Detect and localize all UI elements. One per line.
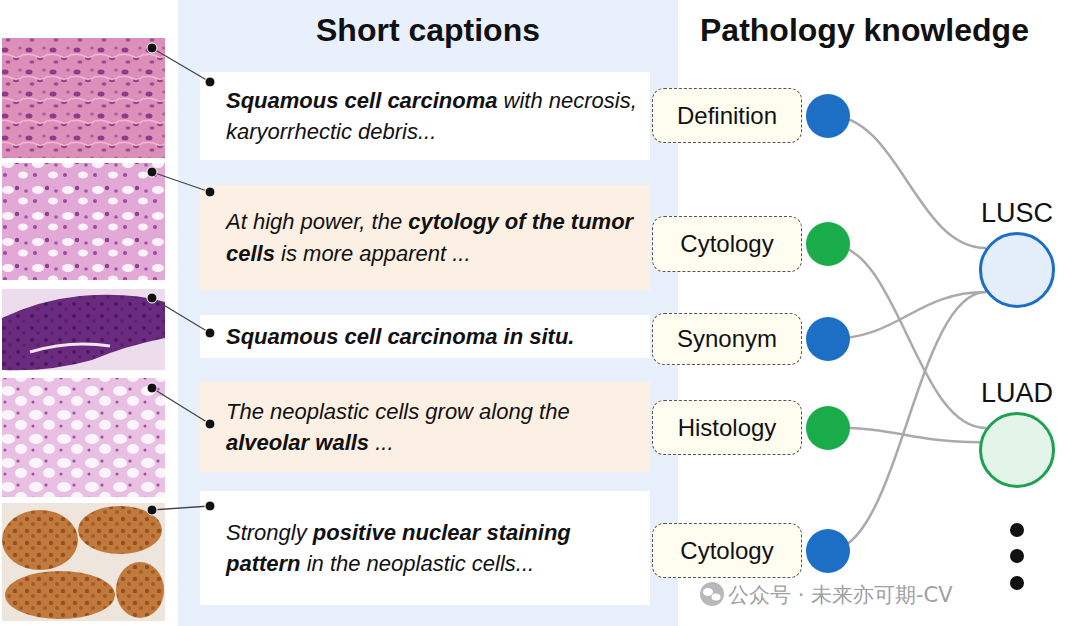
caption-text: Strongly positive nuclear staining patte… bbox=[226, 517, 642, 579]
tag-text: Synonym bbox=[677, 325, 777, 353]
knowledge-tag: Histology bbox=[652, 400, 802, 455]
knowledge-tag: Definition bbox=[652, 88, 802, 143]
knowledge-link bbox=[829, 116, 986, 249]
tag-text: Histology bbox=[678, 414, 777, 442]
tag-text: Cytology bbox=[680, 230, 773, 258]
caption-box: Squamous cell carcinoma in situ. bbox=[200, 315, 650, 358]
caption-segment: Squamous cell carcinoma in situ. bbox=[226, 324, 574, 349]
caption-segment: The neoplastic cells grow along the bbox=[226, 399, 570, 424]
caption-box: Squamous cell carcinoma with necrosis, k… bbox=[200, 72, 650, 160]
knowledge-link bbox=[829, 292, 986, 551]
watermark: 公众号 · 未来亦可期-CV bbox=[728, 581, 953, 609]
caption-panel: Short captionsSquamous cell carcinoma wi… bbox=[178, 0, 678, 626]
caption-segment: is more apparent ... bbox=[281, 241, 471, 266]
caption-segment: Strongly bbox=[226, 520, 307, 545]
caption-segment: ... bbox=[375, 430, 393, 455]
knowledge-tag: Cytology bbox=[652, 216, 802, 272]
caption-text: Squamous cell carcinoma with necrosis, k… bbox=[226, 85, 642, 147]
tag-text: Definition bbox=[677, 102, 777, 130]
class-circle: LUSC bbox=[979, 232, 1055, 308]
caption-segment: Squamous cell carcinoma bbox=[226, 88, 497, 113]
caption-text: Squamous cell carcinoma in situ. bbox=[226, 321, 574, 352]
caption-text: At high power, the cytology of the tumor… bbox=[226, 206, 642, 268]
knowledge-link bbox=[829, 244, 986, 428]
section-heading: Pathology knowledge bbox=[700, 12, 1029, 49]
tag-text: Cytology bbox=[680, 537, 773, 565]
knowledge-dot bbox=[806, 317, 850, 361]
circle-label: LUSC bbox=[981, 198, 1053, 229]
circle-label: LUAD bbox=[981, 378, 1053, 409]
caption-segment: alveolar walls bbox=[226, 430, 369, 455]
knowledge-tag: Cytology bbox=[652, 523, 802, 578]
knowledge-dot bbox=[806, 406, 850, 450]
caption-box: At high power, the cytology of the tumor… bbox=[200, 185, 650, 290]
class-circle: LUAD bbox=[979, 412, 1055, 488]
caption-segment: in the neoplastic cells... bbox=[307, 551, 534, 576]
knowledge-tag: Synonym bbox=[652, 313, 802, 365]
panel-heading: Short captions bbox=[178, 12, 678, 49]
knowledge-dot bbox=[806, 94, 850, 138]
knowledge-dot bbox=[806, 529, 850, 573]
knowledge-link bbox=[829, 292, 986, 339]
caption-box: The neoplastic cells grow along the alve… bbox=[200, 382, 650, 472]
knowledge-dot bbox=[806, 222, 850, 266]
caption-segment: At high power, the bbox=[226, 209, 402, 234]
caption-box: Strongly positive nuclear staining patte… bbox=[200, 491, 650, 605]
caption-text: The neoplastic cells grow along the alve… bbox=[226, 396, 642, 458]
